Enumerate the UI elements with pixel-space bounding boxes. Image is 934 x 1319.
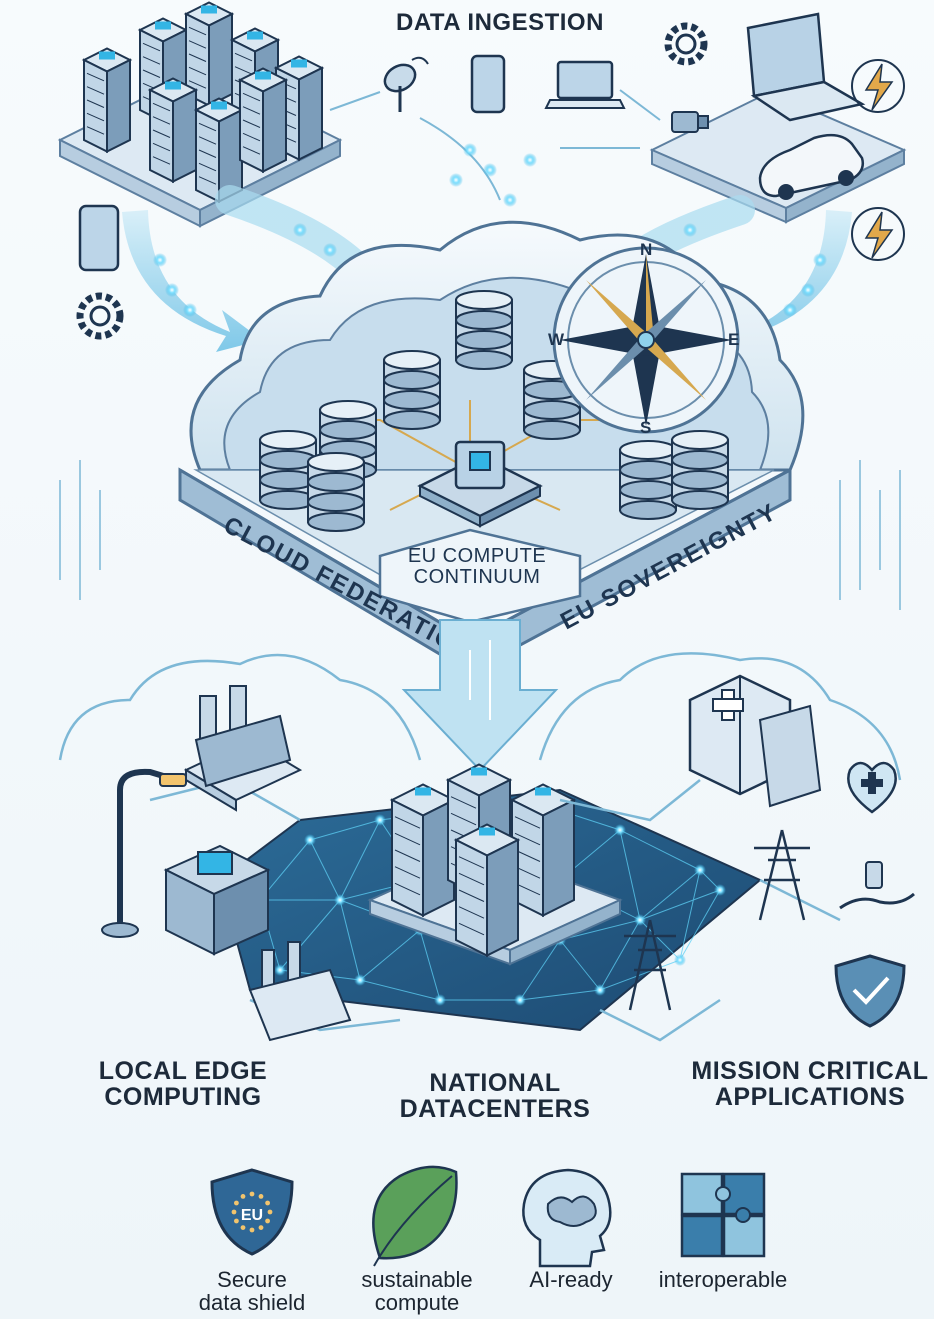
eu-badge-text: EU [241,1207,263,1224]
edge-server-icon [163,844,271,956]
national-datacenters-label: NATIONAL DATACENTERS [395,1070,595,1123]
data-ingestion-label: DATA INGESTION [396,9,604,36]
compass-w: W [548,330,565,349]
feature-line2: data shield [198,1290,306,1316]
compass-n: N [640,240,653,259]
small-factory-icon [248,941,352,1042]
feature-line1: Secure [217,1267,287,1292]
leaf-icon [372,1165,458,1267]
lightning-icon-bottom [851,207,905,261]
server-rack [183,1,235,108]
eu-compute-continuum-tile [378,528,582,624]
database-icon [619,440,677,520]
street-lamp-icon [101,768,187,938]
processor-chip-icon [417,440,543,528]
heart-health-icon [847,761,897,814]
background-clouds [58,652,902,781]
mission-line2: APPLICATIONS [714,1083,906,1112]
down-arrow [401,619,559,772]
server-rack [81,47,133,154]
database-icon [383,350,441,430]
national-line1: NATIONAL [429,1069,561,1097]
side-phone-icon [78,204,120,272]
eu-shield-icon: EU [210,1168,294,1256]
feature-line1: interoperable [658,1267,788,1292]
server-rack [147,77,199,184]
compass-e: E [728,330,740,349]
local-edge-line1: LOCAL EDGE [98,1057,268,1085]
brain-head-icon [522,1168,612,1268]
signal-lines [59,460,901,610]
server-rack [193,97,245,204]
national-line2: DATACENTERS [399,1095,591,1124]
shield-check-icon [834,954,906,1028]
database-icon [307,452,365,532]
feature-line2: compute [374,1290,460,1316]
factory-icon [183,685,303,812]
server-rack [237,67,289,174]
feature-interoperable: interoperable [648,1268,798,1291]
smartphone-icon [470,54,506,114]
feature-sustainable-compute: sustainable compute [342,1268,492,1314]
compass-rose-icon [552,246,740,434]
feature-secure-data-shield: Secure data shield [177,1268,327,1314]
mission-critical-label: MISSION CRITICAL APPLICATIONS [690,1058,930,1111]
national-datacenter-cluster [367,763,623,966]
camera-icon [671,111,709,133]
local-edge-line2: COMPUTING [104,1083,262,1112]
side-gear-icon [76,292,124,340]
database-stacks [259,290,729,532]
gear-icon [664,22,708,66]
feature-ai-ready: AI-ready [496,1268,646,1291]
car-icon [758,133,864,200]
database-icon [671,430,729,510]
local-edge-computing-label: LOCAL EDGE COMPUTING [88,1058,278,1111]
eu-compute-continuum-label: EU COMPUTE CONTINUUM [392,546,562,588]
datacenter-rack [453,823,521,958]
satellite-dish-icon [383,56,429,112]
puzzle-icon [680,1172,766,1258]
feature-line1: AI-ready [529,1267,613,1292]
small-laptop-icon [544,60,626,109]
power-pylon-icon [624,829,810,1011]
eu-compute-line2: CONTINUUM [413,566,541,588]
hospital-icon [688,674,822,808]
server-cluster-platform [57,1,343,228]
laptop-icon [746,12,866,122]
eu-compute-line1: EU COMPUTE [407,545,547,567]
datacenter-rack [389,783,457,918]
compass-s: S [640,418,652,437]
mission-line1: MISSION CRITICAL [691,1057,929,1085]
database-icon [455,290,513,370]
datacenter-rack [509,783,577,918]
lightning-icon-top [851,59,905,113]
feature-line1: sustainable [361,1267,473,1292]
care-hand-icon [839,861,915,910]
